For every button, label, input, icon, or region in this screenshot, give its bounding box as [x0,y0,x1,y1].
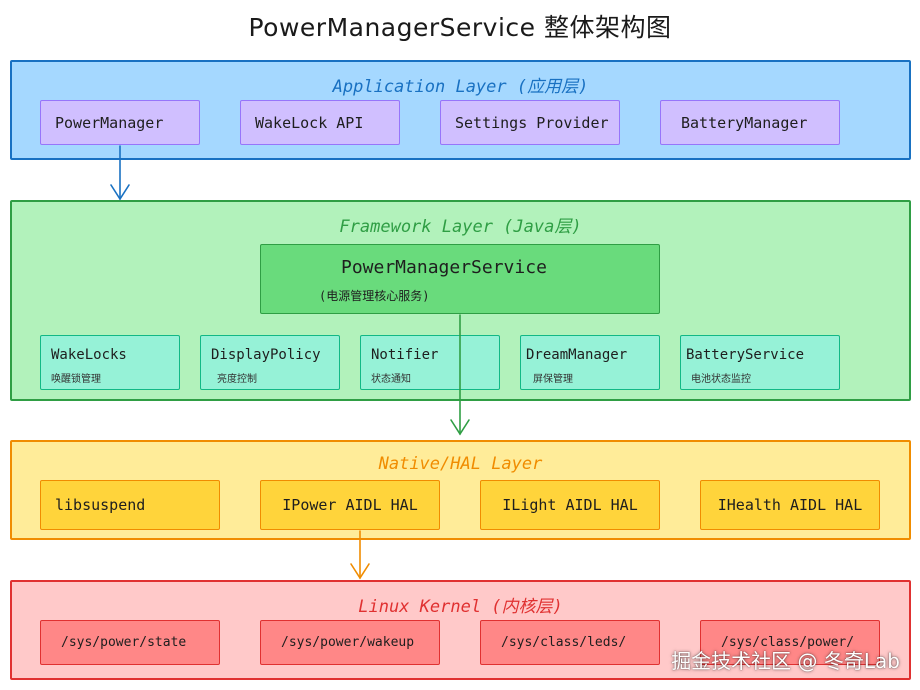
kernel-box-power-state: /sys/power/state [40,620,220,665]
app-box-settings-provider: Settings Provider [440,100,620,145]
kernel-layer-label: Linux Kernel (内核层) [358,597,563,617]
app-box-powermanager: PowerManager [40,100,200,145]
native-box-libsuspend: libsuspend [40,480,220,530]
native-box-ipower-hal: IPower AIDL HAL [260,480,440,530]
fw-box-wakelocks: WakeLocks 唤醒锁管理 [40,335,180,390]
kernel-box-class-power: /sys/class/power/ [700,620,880,665]
native-box-ihealth-hal: IHealth AIDL HAL [700,480,880,530]
native-hal-layer-label: Native/HAL Layer [378,454,543,474]
app-box-wakelock-api: WakeLock API [240,100,400,145]
fw-box-batteryservice: BatteryService 电池状态监控 [680,335,840,390]
framework-layer-label: Framework Layer (Java层) [339,217,582,237]
fw-box-notifier: Notifier 状态通知 [360,335,500,390]
kernel-box-power-wakeup: /sys/power/wakeup [260,620,440,665]
native-box-ilight-hal: ILight AIDL HAL [480,480,660,530]
core-name: PowerManagerService [341,257,547,278]
arrow-app-to-framework [110,145,130,201]
app-box-batterymanager: BatteryManager [660,100,840,145]
core-box-powermanagerservice: PowerManagerService (电源管理核心服务) [260,244,660,314]
core-subtitle: (电源管理核心服务) [319,289,430,303]
arrow-framework-to-native [450,314,470,436]
diagram-title: PowerManagerService 整体架构图 [248,13,672,42]
application-layer-label: Application Layer (应用层) [332,77,589,97]
fw-box-dreammanager: DreamManager 屏保管理 [520,335,660,390]
kernel-box-class-leds: /sys/class/leds/ [480,620,660,665]
fw-box-displaypolicy: DisplayPolicy 亮度控制 [200,335,340,390]
watermark: 掘金技术社区 @ 冬奇Lab [671,649,900,673]
arrow-native-to-kernel [350,530,370,580]
